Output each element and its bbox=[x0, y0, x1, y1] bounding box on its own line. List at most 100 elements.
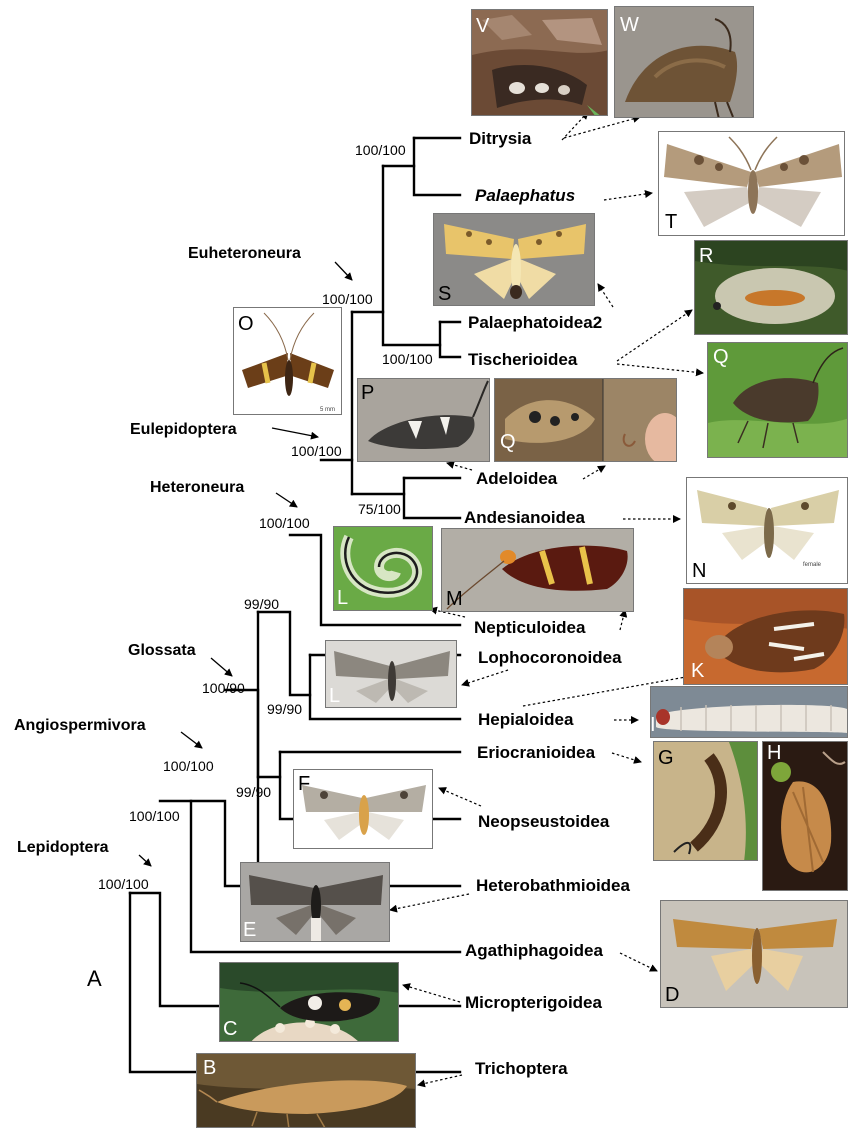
panel-letter-b: B bbox=[203, 1058, 216, 1078]
spread-moth-image bbox=[659, 132, 845, 236]
photo-panel-d: D bbox=[660, 900, 848, 1008]
long-horned-moth-image bbox=[442, 529, 634, 612]
taxon-label-palaephatoidea2: Palaephatoidea2 bbox=[468, 313, 602, 333]
support-value: 100/100 bbox=[98, 876, 149, 892]
panel-letter-n: N bbox=[692, 561, 706, 581]
taxon-label-tischerioidea: Tischerioidea bbox=[468, 350, 577, 370]
panel-letter-t: S bbox=[438, 284, 451, 304]
photo-panel-v: V bbox=[471, 9, 608, 116]
support-value: 100/100 bbox=[163, 758, 214, 774]
taxon-label-agathiphagoidea: Agathiphagoidea bbox=[465, 941, 603, 961]
panel-letter-l: L bbox=[337, 588, 348, 608]
panel-letter-u: T bbox=[665, 212, 677, 232]
brown-moth-white-marks-image bbox=[684, 589, 848, 685]
caddisfly-image bbox=[197, 1054, 416, 1128]
panel-letter-f: F bbox=[298, 774, 310, 794]
taxon-label-micropterigoidea: Micropterigoidea bbox=[465, 993, 602, 1013]
photo-panel-j: K bbox=[683, 588, 848, 685]
taxon-label-hepialoidea: Hepialoidea bbox=[478, 710, 573, 730]
support-value: 100/90 bbox=[202, 680, 245, 696]
panel-letter-q: Q bbox=[500, 432, 516, 452]
spread-mottled-moth-image bbox=[294, 770, 433, 849]
photo-panel-n: N female bbox=[686, 477, 848, 584]
dark-grey-moth-image bbox=[241, 863, 390, 942]
branch-heteroneura bbox=[258, 612, 310, 695]
hairy-case-image bbox=[763, 742, 848, 891]
support-value: 100/100 bbox=[355, 142, 406, 158]
branch-palaephatoidea2 bbox=[440, 322, 460, 357]
panel-letter-o: O bbox=[238, 314, 254, 334]
panel-letter-g: G bbox=[658, 748, 674, 768]
clade-label-lepidoptera: Lepidoptera bbox=[17, 839, 109, 857]
grey-moth-image bbox=[358, 379, 490, 462]
panel-letter-j: K bbox=[691, 661, 704, 681]
yellow-moth-image bbox=[434, 214, 595, 306]
serpentine-leaf-mine-image bbox=[334, 527, 433, 611]
photo-panel-b: B bbox=[196, 1053, 416, 1128]
taxon-label-andesianoidea: Andesianoidea bbox=[464, 508, 585, 528]
support-value: 100/100 bbox=[291, 443, 342, 459]
panel-letter-d: D bbox=[665, 985, 679, 1005]
support-value: 99/90 bbox=[244, 596, 279, 612]
photo-panel-h: H bbox=[762, 741, 848, 891]
leaf-mine-larva-image bbox=[695, 241, 848, 335]
photo-panel-i: I bbox=[650, 686, 848, 738]
support-value: 99/90 bbox=[236, 784, 271, 800]
panel-letter-h: H bbox=[767, 743, 781, 763]
photo-panel-e: E bbox=[240, 862, 390, 942]
photo-panel-l: L bbox=[333, 526, 433, 611]
panel-letter-s: R bbox=[699, 246, 713, 266]
photo-panel-p: P bbox=[357, 378, 490, 462]
clade-label-glossata: Glossata bbox=[128, 642, 196, 660]
case-caterpillar-image bbox=[472, 10, 608, 116]
clade-label-angiospermivora: Angiospermivora bbox=[14, 717, 146, 735]
panel-letter-m: M bbox=[446, 589, 463, 609]
photo-caption-female: female bbox=[803, 562, 821, 568]
taxon-label-eriocranioidea: Eriocranioidea bbox=[477, 743, 595, 763]
clade-label-eulepidoptera: Eulepidoptera bbox=[130, 421, 237, 439]
branch-ditrysia-group bbox=[352, 312, 440, 345]
branch-adelo-andes bbox=[404, 478, 460, 518]
panel-letter-k: L bbox=[329, 686, 340, 706]
support-value: 75/100 bbox=[358, 501, 401, 517]
photo-panel-w: W bbox=[614, 6, 754, 118]
spread-moth-n-image bbox=[687, 478, 848, 584]
photo-panel-s: R bbox=[694, 240, 848, 335]
support-value: 100/100 bbox=[129, 808, 180, 824]
support-value: 100/100 bbox=[259, 515, 310, 531]
scale-caption: 5 mm bbox=[320, 407, 335, 413]
photo-panel-k: L bbox=[325, 640, 457, 708]
photo-panel-u: T bbox=[658, 131, 845, 236]
case-larva-and-finger-image bbox=[495, 379, 677, 462]
photo-panel-r: Q bbox=[707, 342, 848, 458]
golden-moth-image bbox=[661, 901, 848, 1008]
taxon-label-ditrysia: Ditrysia bbox=[469, 129, 531, 149]
panel-letter-c: C bbox=[223, 1019, 237, 1039]
support-value: 99/90 bbox=[267, 701, 302, 717]
root-label: A bbox=[87, 966, 102, 992]
taxon-label-palaephatus: Palaephatus bbox=[475, 186, 575, 206]
panel-letter-e: E bbox=[243, 920, 256, 940]
photo-panel-q: Q bbox=[494, 378, 677, 462]
micropterigid-moth-image bbox=[220, 963, 399, 1042]
panel-letter-v: V bbox=[476, 16, 489, 36]
dark-moth-on-leaf-image bbox=[708, 343, 848, 458]
photo-panel-m: M bbox=[441, 528, 634, 612]
panel-letter-r: Q bbox=[713, 347, 729, 367]
panel-letter-i: I bbox=[650, 715, 656, 735]
clade-label-heteroneura: Heteroneura bbox=[150, 479, 244, 497]
support-value: 100/100 bbox=[322, 291, 373, 307]
panel-letter-w: W bbox=[620, 15, 639, 35]
white-larva-image bbox=[651, 687, 848, 738]
taxon-label-adeloidea: Adeloidea bbox=[476, 469, 557, 489]
branch-palaephatus bbox=[414, 138, 460, 195]
photo-panel-g: G bbox=[653, 741, 758, 861]
taxon-label-neopseustoidea: Neopseustoidea bbox=[478, 812, 609, 832]
panel-letter-p: P bbox=[361, 383, 374, 403]
taxon-label-lophocoronoidea: Lophocoronoidea bbox=[478, 648, 622, 668]
photo-panel-c: C bbox=[219, 962, 399, 1042]
support-value: 100/100 bbox=[382, 351, 433, 367]
clade-label-euheteroneura: Euheteroneura bbox=[188, 245, 301, 263]
taxon-label-nepticuloidea: Nepticuloidea bbox=[474, 618, 585, 638]
photo-panel-t: S bbox=[433, 213, 595, 306]
